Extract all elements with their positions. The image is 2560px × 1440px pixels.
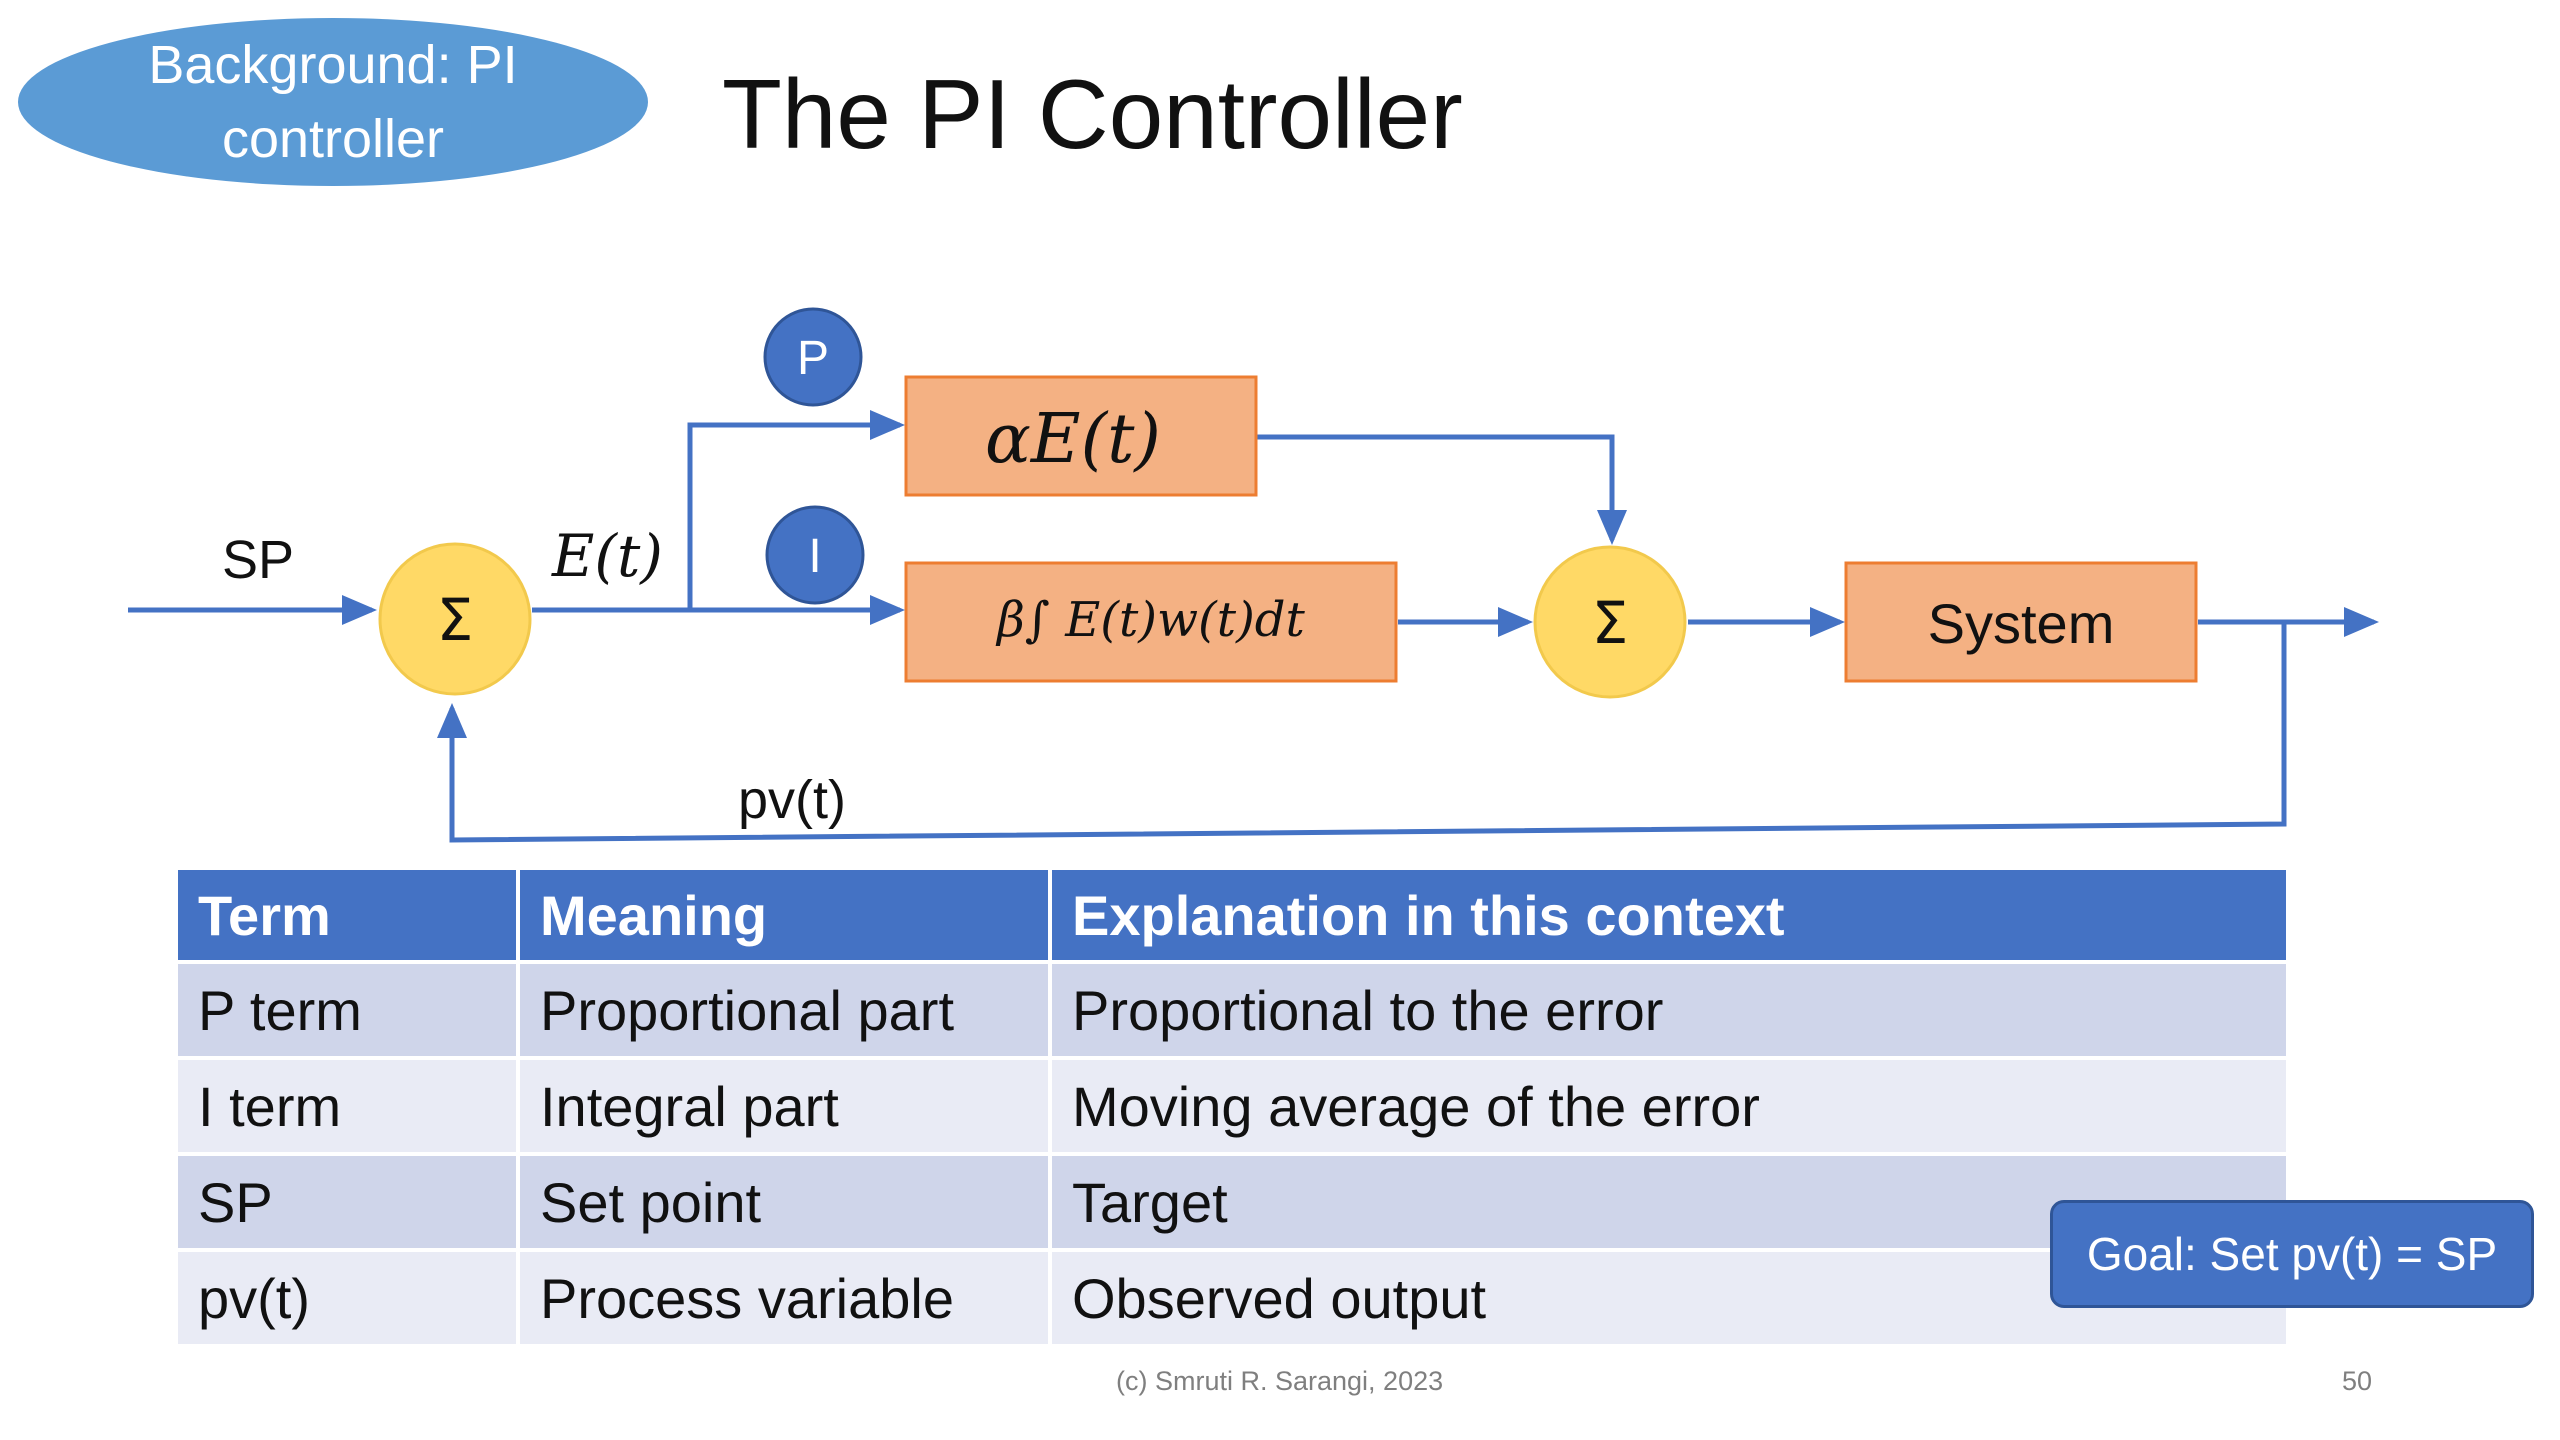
i-marker [765, 505, 865, 605]
table-cell: SP [178, 1154, 520, 1252]
section-badge: Background: PI controller [18, 18, 648, 186]
pi-controller-diagram: αE(t) β∫ E(t)w(t)dt System Σ Σ P I SP E(… [128, 307, 2379, 843]
table-header-term: Term [178, 870, 520, 964]
sum-junction-output [1533, 545, 1687, 699]
table-row: P term Proportional part Proportional to… [178, 962, 2286, 1060]
section-badge-label: Background: PI controller [148, 35, 518, 169]
table-cell: Moving average of the error [1050, 1058, 2286, 1156]
p-marker-label: P [797, 332, 829, 385]
system-block-label: System [1928, 592, 2115, 655]
table-cell: Set point [518, 1154, 1052, 1252]
table-cell: Proportional part [518, 962, 1052, 1060]
i-marker-label: I [808, 530, 821, 583]
i-block-label: β∫ E(t)w(t)dt [995, 592, 1305, 648]
sp-label: SP [222, 530, 294, 590]
error-label: E(t) [551, 522, 663, 590]
table-cell: Process variable [518, 1250, 1052, 1348]
table-row: SP Set point Target [178, 1154, 2286, 1252]
table-cell: P term [178, 962, 520, 1060]
sum-junction-error [378, 542, 532, 696]
p-path-line [687, 410, 905, 610]
slide-title: The PI Controller [722, 59, 1463, 169]
terms-table: Term Meaning Explanation in this context… [178, 870, 2286, 1348]
system-block [1844, 561, 2198, 683]
table-header-row: Term Meaning Explanation in this context [178, 870, 2286, 964]
goal-callout: Goal: Set pv(t) = SP [2050, 1200, 2534, 1308]
p-block [904, 375, 1258, 497]
p-output-line [1257, 434, 1627, 545]
table-row: I term Integral part Moving average of t… [178, 1058, 2286, 1156]
sum-junction-error-symbol: Σ [437, 586, 474, 654]
table-cell: Integral part [518, 1058, 1052, 1156]
table-header-explanation: Explanation in this context [1050, 870, 2286, 964]
table-row: pv(t) Process variable Observed output [178, 1250, 2286, 1348]
slide-number: 50 [2342, 1366, 2373, 1396]
p-marker [763, 307, 863, 407]
sum-junction-output-symbol: Σ [1592, 589, 1629, 657]
feedback-line [437, 622, 2287, 843]
goal-callout-text: Goal: Set pv(t) = SP [2086, 1228, 2498, 1280]
table-cell: I term [178, 1058, 520, 1156]
table-header-meaning: Meaning [518, 870, 1052, 964]
p-block-label: αE(t) [985, 400, 1161, 479]
feedback-label: pv(t) [738, 770, 846, 830]
table-cell: Proportional to the error [1050, 962, 2286, 1060]
table-cell: pv(t) [178, 1250, 520, 1348]
i-block [904, 561, 1398, 683]
footer-credit: (c) Smruti R. Sarangi, 2023 [1116, 1366, 1444, 1396]
